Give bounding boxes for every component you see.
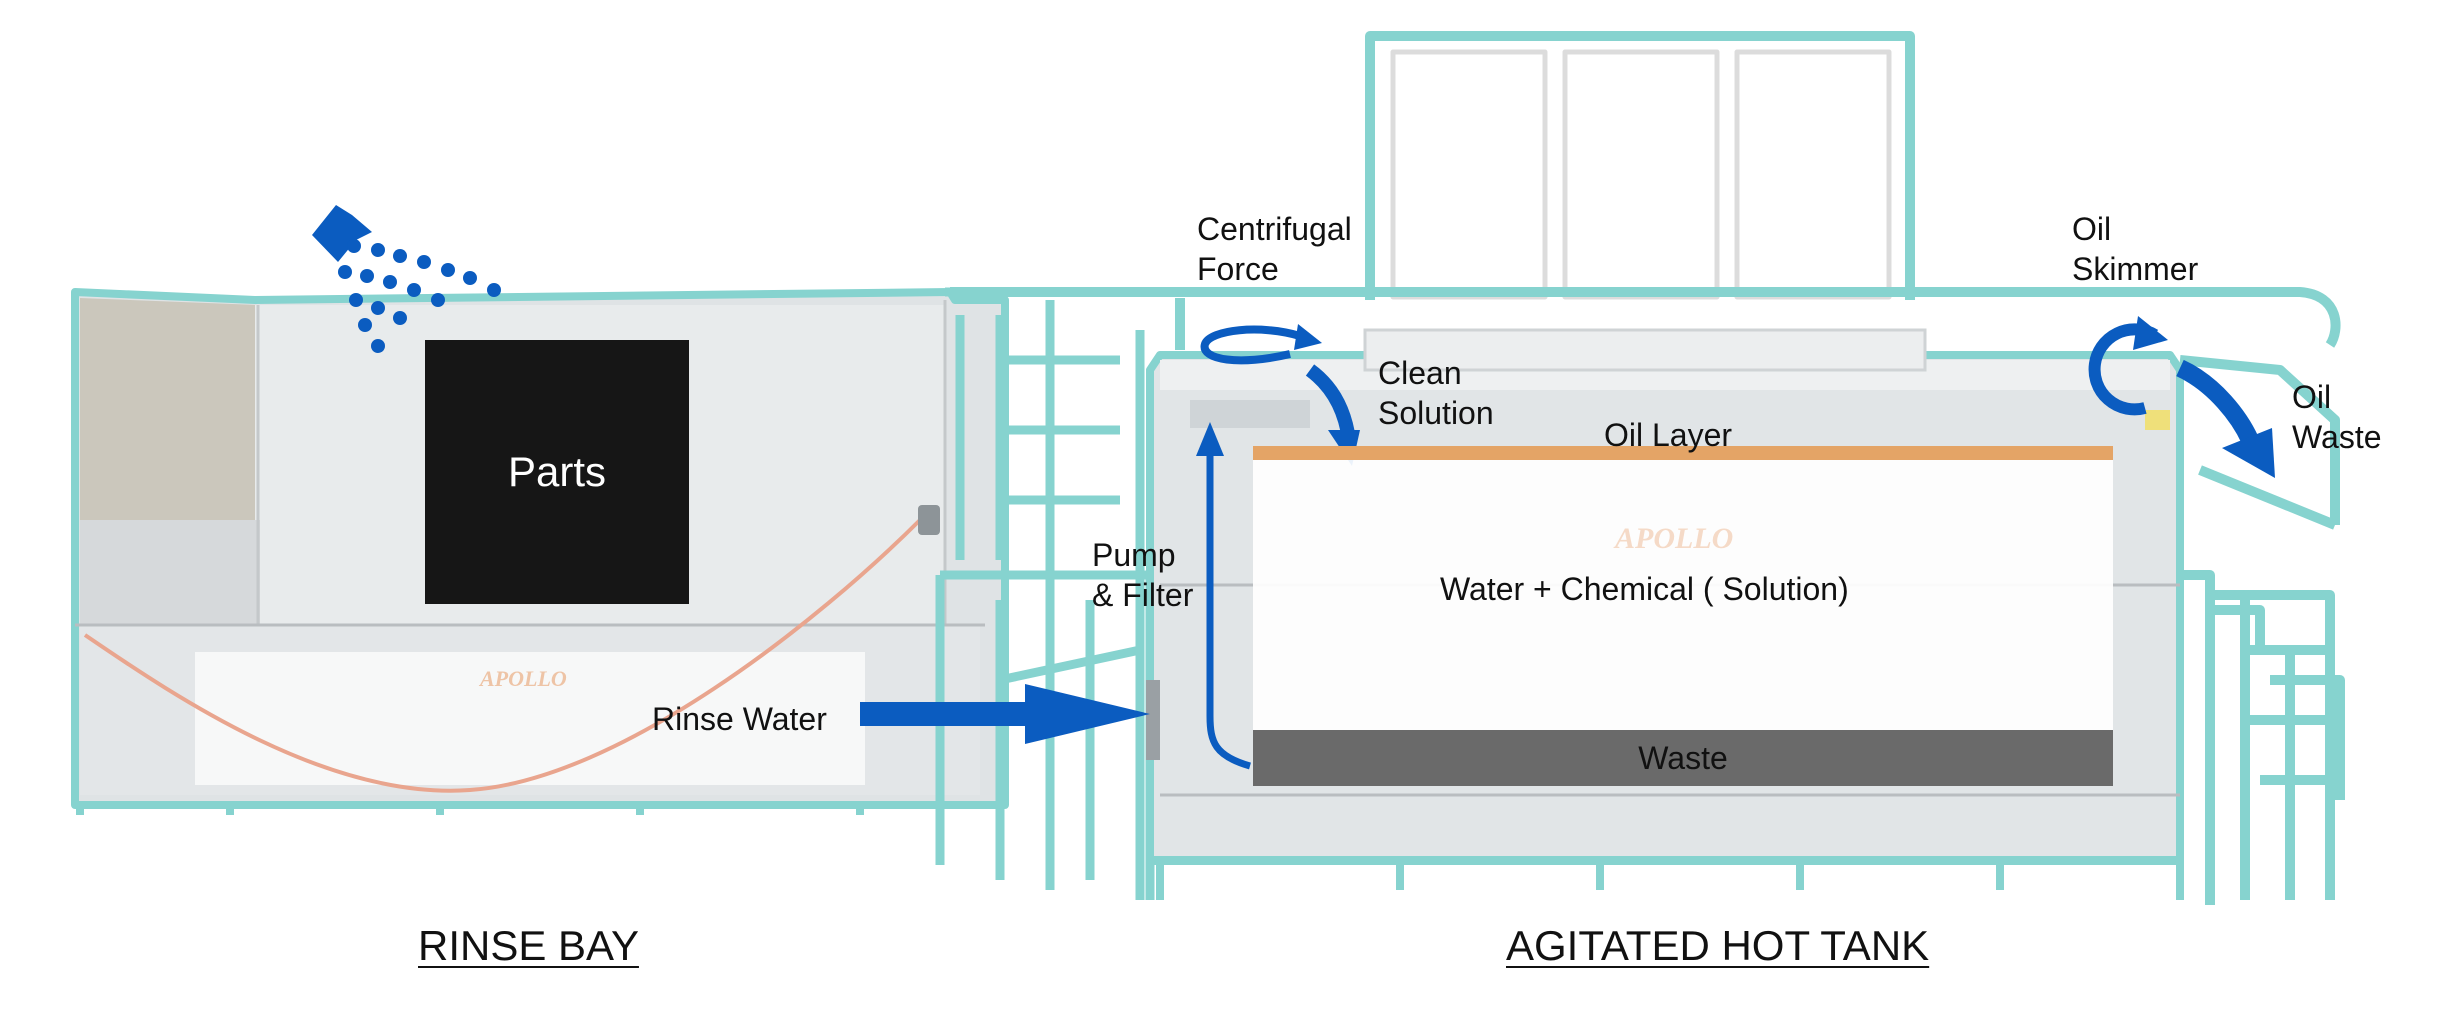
oil-layer-band (1253, 446, 2113, 460)
centrifugal-swirl-arrow (1200, 324, 1322, 365)
centrifugal-force-label-line1: Centrifugal (1197, 211, 1352, 247)
overhead-frame (950, 31, 2341, 350)
clean-solution-label-line1: Clean (1378, 355, 1462, 391)
apollo-logo-tank: APOLLO (1615, 522, 1734, 555)
rinse-bay-caption: RINSE BAY (418, 922, 639, 969)
oil-waste-label-line2: Waste (2292, 419, 2382, 455)
waste-layer-band: Waste (1253, 730, 2113, 786)
oil-skimmer-label-line2: Skimmer (2072, 251, 2199, 287)
oil-waste-label-line1: Oil (2292, 379, 2332, 415)
oil-skimmer-label-line1: Oil (2072, 211, 2112, 247)
parts-label: Parts (507, 448, 607, 495)
shower-head-icon (312, 205, 501, 353)
pump-filter-label-line1: Pump (1092, 537, 1176, 573)
skimmer-chute (2179, 355, 2345, 905)
pump-filter-label-line2: & Filter (1092, 577, 1194, 613)
pump-riser-arrow (1196, 422, 1251, 770)
hot-tank-caption: AGITATED HOT TANK (1506, 922, 1930, 969)
apollo-logo-small: APOLLO (480, 666, 567, 691)
waste-label: Waste (1638, 739, 1728, 776)
oil-layer-label: Oil Layer (1604, 417, 1733, 453)
oil-waste-arrow (2175, 359, 2275, 478)
parts-box: Parts (425, 340, 689, 604)
centrifugal-force-label-line2: Force (1197, 251, 1279, 287)
flow-arrows (860, 316, 2275, 770)
solution-label: Water + Chemical ( Solution) (1440, 571, 1849, 607)
rinse-water-arrow (860, 684, 1150, 744)
rinse-water-label: Rinse Water (652, 701, 827, 737)
tank-solution-area (1253, 446, 2113, 786)
oil-skimmer-swirl-arrow (2088, 316, 2168, 416)
clean-solution-label-line2: Solution (1378, 395, 1494, 431)
